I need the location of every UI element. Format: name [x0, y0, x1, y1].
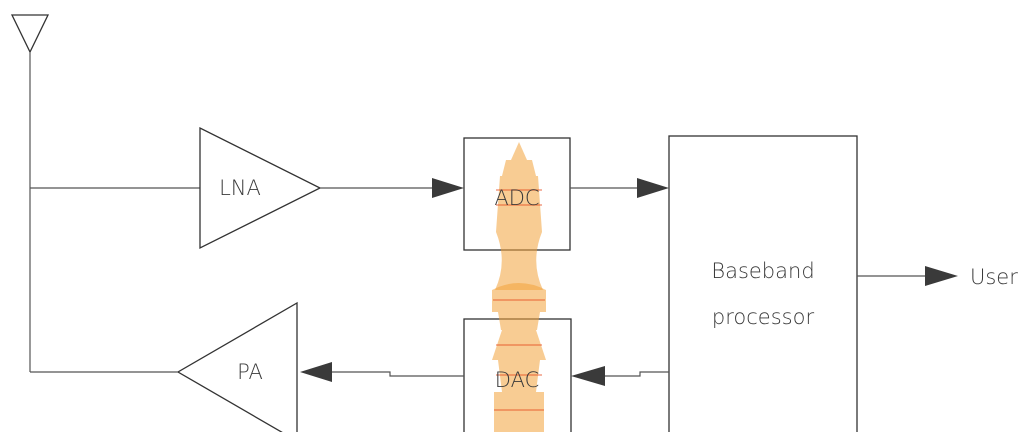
baseband-label-line1: Baseband: [711, 259, 814, 283]
arrowhead-adc-in: [432, 178, 464, 198]
lna-label: LNA: [219, 176, 261, 200]
dac-label: DAC: [495, 368, 539, 392]
arrowhead-pa-in: [300, 362, 332, 382]
baseband-label-line2: processor: [712, 305, 815, 329]
baseband-box: [668, 135, 858, 432]
pa-label: PA: [237, 360, 263, 384]
arrowhead-user-out: [925, 266, 958, 286]
pa-triangle: [176, 301, 298, 432]
baseband-block: Baseband processor: [668, 135, 858, 432]
watermark-emblem: [492, 142, 546, 432]
wire-dac-to-pa: [332, 371, 464, 377]
wire-baseband-to-dac: [605, 371, 669, 377]
antenna-symbol: [10, 14, 50, 54]
user-label: User: [970, 265, 1018, 289]
adc-label: ADC: [494, 186, 539, 210]
lna-block: LNA: [199, 126, 322, 250]
antenna: [10, 14, 50, 372]
arrowhead-dac-in: [571, 366, 605, 386]
lna-triangle: [199, 126, 322, 250]
arrowhead-baseband-in: [637, 178, 669, 198]
pa-block: PA: [176, 301, 298, 432]
